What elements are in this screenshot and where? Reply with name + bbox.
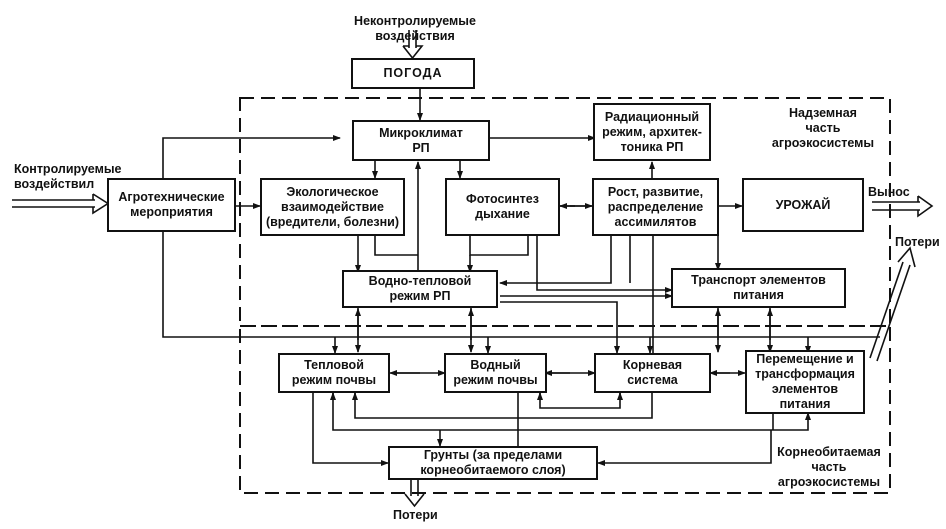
radiation-block: Радиационный режим, архитек- тоника РП [593,103,711,161]
water-heat-block: Водно-тепловой режим РП [342,270,498,308]
losses-bottom-arrow [404,480,425,508]
agrotech-block: Агротехнические мероприятия [107,178,236,232]
controlled-input-arrow [12,193,110,215]
harvest-block: УРОЖАЙ [742,178,864,232]
root-zone-label: Корнеобитаемая часть агроэкосистемы [777,445,881,489]
photosynthesis-block: Фотосинтез дыхание [445,178,560,236]
uncontrolled-input-label: Неконтролируемые воздействия [354,14,476,43]
weather-block: ПОГОДА [351,58,475,89]
removal-arrow [872,195,934,218]
losses-bottom-label: Потери [393,508,438,522]
subsoil-block: Грунты (за пределами корнеобитаемого сло… [388,446,598,480]
above-ground-zone-label: Надземная часть агроэкосистемы [771,106,875,150]
controlled-input-label: Контролируемые воздействил [14,162,122,191]
soil-heat-block: Тепловой режим почвы [278,353,390,393]
nutrient-movement-block: Перемещение и трансформация элементов пи… [745,350,865,414]
growth-block: Рост, развитие, распределение ассимилято… [592,178,719,236]
uncontrolled-input-arrow [402,30,424,60]
ecological-block: Экологическое взаимодействие (вредители,… [260,178,405,236]
root-zone [239,325,891,494]
microclimate-block: Микроклимат РП [352,120,490,161]
soil-water-block: Водный режим почвы [444,353,547,393]
losses-right-arrow [869,246,916,362]
nutrient-transport-block: Транспорт элементов питания [671,268,846,308]
losses-right-label: Потери [895,235,940,249]
root-system-block: Корневая система [594,353,711,393]
removal-label: Вынос [868,185,910,199]
